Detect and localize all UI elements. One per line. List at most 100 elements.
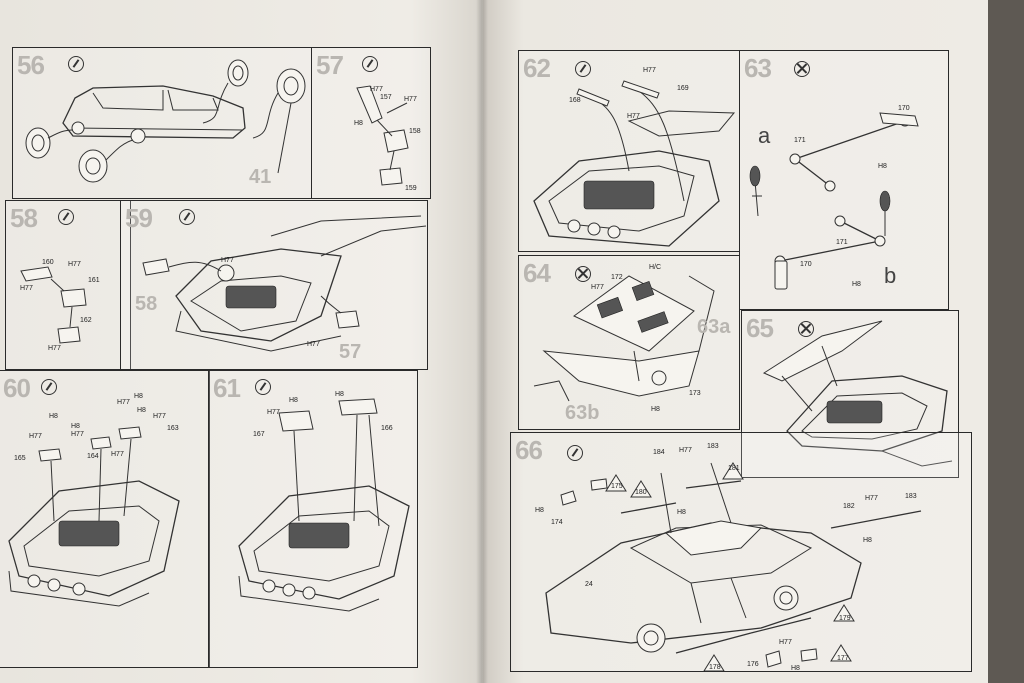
label-h8: H8 (651, 406, 660, 413)
left-page (0, 0, 483, 683)
label-184: 184 (653, 449, 665, 456)
label-159: 159 (405, 185, 417, 192)
label-161: 161 (88, 277, 100, 284)
step-56-panel: 56 41 (12, 47, 312, 199)
label-169: 169 (677, 85, 689, 92)
label-h77: H77 (627, 113, 640, 120)
label-h77: H77 (779, 639, 792, 646)
glue-icon (179, 209, 195, 225)
label-176: 176 (747, 661, 759, 668)
part-ref-63b: 63b (565, 402, 600, 424)
glue-icon (575, 61, 591, 77)
label-164: 164 (87, 453, 99, 460)
label-h77: H77 (267, 409, 280, 416)
step-number: 61 (213, 373, 241, 403)
no-glue-icon (794, 61, 810, 77)
step-number: 65 (746, 313, 774, 343)
glue-icon (567, 445, 583, 461)
engine-bay-drawing (533, 80, 736, 247)
step-57-panel: 57 H77 157 H77 H8 158 159 (311, 47, 431, 199)
part-ref-63a: 63a (697, 316, 731, 338)
step-number: 60 (3, 373, 31, 403)
label-162: 162 (80, 317, 92, 324)
label-24: 24 (585, 581, 593, 588)
label-183: 183 (905, 493, 917, 500)
label-170: 170 (898, 105, 910, 112)
label-h8: H8 (863, 537, 872, 544)
label-178: 178 (709, 664, 721, 671)
no-glue-icon (575, 266, 591, 282)
label-h77: H77 (111, 451, 124, 458)
label-h77: H77 (29, 433, 42, 440)
label-h8: H8 (354, 120, 363, 127)
step-64-panel: 64 172 H77 H/C 63a 173 63b H8 (518, 255, 740, 430)
step-61-panel: 61 H8 H77 167 H8 166 (208, 370, 418, 668)
label-h77: H77 (20, 285, 33, 292)
label-160: 160 (42, 259, 54, 266)
car-side-drawing (25, 59, 306, 183)
glue-icon (255, 379, 271, 395)
label-h77: H77 (370, 86, 383, 93)
step-63-panel: 63 170 171 H8 a 171 170 H8 b (739, 50, 949, 310)
wiper-drawing (749, 112, 919, 290)
step-62-panel: 62 H77 168 169 H77 (518, 50, 740, 252)
step-number: 64 (523, 258, 551, 288)
label-h77: H77 (865, 495, 878, 502)
label-180: 180 (635, 489, 647, 496)
engine-bay-drawing (8, 426, 180, 607)
step-number: 66 (515, 435, 543, 465)
label-h77: H77 (679, 447, 692, 454)
step-58-panel: 58 160 H77 H77 161 162 H77 (5, 200, 131, 370)
step-number: 57 (316, 50, 344, 80)
dashboard-part-drawing (533, 275, 715, 402)
label-h77: H77 (48, 345, 61, 352)
label-h8: H8 (137, 407, 146, 414)
step-number: 62 (523, 53, 551, 83)
label-163: 163 (167, 425, 179, 432)
label-h77: H77 (117, 399, 130, 406)
label-172: 172 (611, 274, 623, 281)
background-edge (988, 0, 1024, 683)
label-h8: H8 (791, 665, 800, 672)
label-h8: H8 (71, 423, 80, 430)
label-179: 179 (839, 615, 851, 622)
label-h77: H77 (307, 341, 320, 348)
step-number: 63 (744, 53, 772, 83)
label-h8: H8 (677, 509, 686, 516)
label-h8: H8 (852, 281, 861, 288)
part-ref-57: 57 (339, 341, 362, 363)
part-ref-41: 41 (249, 166, 272, 188)
label-165: 165 (14, 455, 26, 462)
label-166: 166 (381, 425, 393, 432)
step-number: 59 (125, 203, 153, 233)
label-182: 182 (843, 503, 855, 510)
label-h8: H8 (134, 393, 143, 400)
label-h77: H77 (643, 67, 656, 74)
part-drawing (356, 85, 409, 186)
book-spine (476, 0, 488, 683)
label-h8: H8 (535, 507, 544, 514)
label-157: 157 (380, 94, 392, 101)
hood-drawing (762, 320, 953, 467)
label-h77: H77 (591, 284, 604, 291)
step-66-panel: 66 184 H77 183 181 175 180 H8 174 H8 182 (510, 432, 972, 672)
label-174: 174 (551, 519, 563, 526)
label-173: 173 (689, 390, 701, 397)
label-h8: H8 (335, 391, 344, 398)
no-glue-icon (798, 321, 814, 337)
glue-icon (58, 209, 74, 225)
glue-icon (68, 56, 84, 72)
label-h77: H77 (71, 431, 84, 438)
label-h77: H77 (68, 261, 81, 268)
label-h77: H77 (221, 257, 234, 264)
label-167: 167 (253, 431, 265, 438)
label-181: 181 (728, 465, 740, 472)
label-177: 177 (837, 655, 849, 662)
engine-bay-drawing (238, 398, 410, 612)
label-170: 170 (800, 261, 812, 268)
step-number: 58 (10, 203, 38, 233)
step-65-panel: 65 (741, 310, 959, 478)
label-h77: H77 (153, 413, 166, 420)
label-h8: H8 (289, 397, 298, 404)
step-59-panel: 59 H77 58 H77 57 (120, 200, 428, 370)
